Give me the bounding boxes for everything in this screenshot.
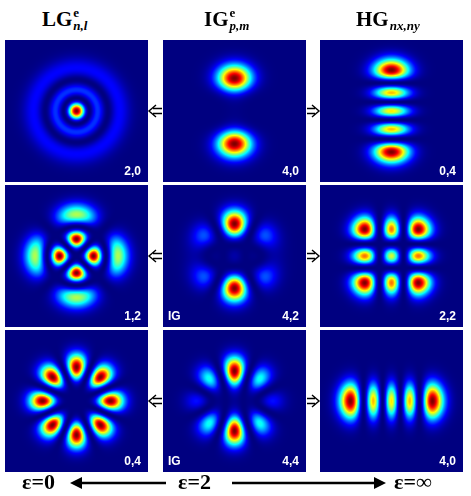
mode-index: 4,4 bbox=[282, 454, 299, 468]
double-arrow bbox=[307, 250, 319, 262]
mode-index: 0,4 bbox=[439, 164, 456, 178]
double-arrow bbox=[307, 105, 319, 117]
mode-index: 2,2 bbox=[439, 309, 456, 323]
column-header: IGep,m bbox=[204, 6, 249, 32]
arrow-head bbox=[374, 477, 386, 489]
mode-panel: IG 4,2 bbox=[163, 185, 306, 327]
column-header: HG nx,ny bbox=[356, 6, 420, 32]
spacer bbox=[390, 6, 420, 19]
parity-superscript: e bbox=[73, 6, 87, 19]
arrow-path bbox=[307, 105, 319, 117]
mode-family: HG bbox=[356, 7, 389, 32]
mode-panel: 4,0 bbox=[163, 40, 306, 182]
beam-pattern bbox=[5, 185, 148, 327]
mode-index: 2,0 bbox=[124, 164, 141, 178]
arrow-path bbox=[149, 105, 162, 117]
ellipticity-label: ε=∞ bbox=[394, 471, 432, 493]
mode-family: LG bbox=[42, 7, 72, 32]
index-stack: ep,m bbox=[230, 6, 250, 32]
mode-index: 4,0 bbox=[439, 454, 456, 468]
arrow-path bbox=[307, 395, 319, 407]
mode-panel: 4,0 bbox=[320, 330, 463, 472]
double-arrow bbox=[307, 395, 319, 407]
index-subscript: p,m bbox=[230, 19, 250, 32]
arrow-head bbox=[70, 477, 82, 489]
arrow-path bbox=[149, 395, 162, 407]
mode-index: 1,2 bbox=[124, 309, 141, 323]
beam-pattern bbox=[5, 330, 148, 472]
index-subscript: nx,ny bbox=[390, 19, 420, 32]
double-arrow bbox=[149, 250, 162, 262]
double-arrow bbox=[149, 395, 162, 407]
beam-pattern bbox=[320, 40, 463, 182]
mode-index: 4,2 bbox=[282, 309, 299, 323]
beam-pattern bbox=[163, 40, 306, 182]
mode-index: IG bbox=[168, 309, 181, 323]
beam-pattern bbox=[320, 185, 463, 327]
mode-panel: 2,2 bbox=[320, 185, 463, 327]
beam-pattern bbox=[320, 330, 463, 472]
beam-pattern bbox=[163, 330, 306, 472]
mode-panel: 1,2 bbox=[5, 185, 148, 327]
arrow-path bbox=[149, 250, 162, 262]
index-stack: en,l bbox=[73, 6, 87, 32]
ellipticity-label: ε=2 bbox=[178, 471, 211, 493]
index-stack: nx,ny bbox=[390, 6, 420, 32]
mode-family: IG bbox=[204, 7, 229, 32]
mode-index: IG bbox=[168, 454, 181, 468]
parity-superscript: e bbox=[230, 6, 250, 19]
mode-panel: 0,4 bbox=[320, 40, 463, 182]
index-subscript: n,l bbox=[73, 19, 87, 32]
mode-index: 0,4 bbox=[124, 454, 141, 468]
arrow-path bbox=[307, 250, 319, 262]
arrow-line bbox=[80, 482, 166, 485]
arrow-line bbox=[232, 482, 376, 485]
beam-pattern bbox=[163, 185, 306, 327]
column-header: LGen,l bbox=[42, 6, 87, 32]
mode-panel: 2,0 bbox=[5, 40, 148, 182]
mode-panel: 0,4 bbox=[5, 330, 148, 472]
ellipticity-label: ε=0 bbox=[22, 471, 55, 493]
mode-index: 4,0 bbox=[282, 164, 299, 178]
double-arrow bbox=[149, 105, 162, 117]
mode-panel: IG 4,4 bbox=[163, 330, 306, 472]
beam-pattern bbox=[5, 40, 148, 182]
